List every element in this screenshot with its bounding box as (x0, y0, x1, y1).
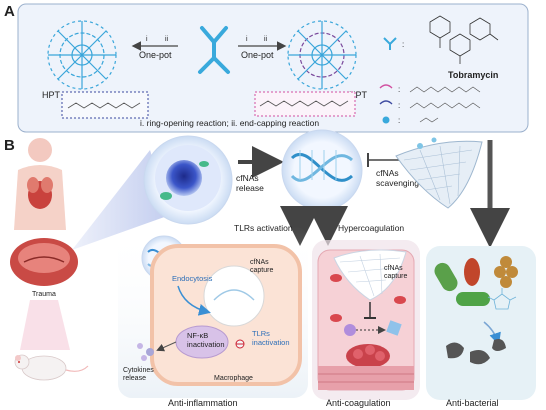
legend-amine-chain-icon (419, 117, 439, 123)
tobramycin-label: Tobramycin (448, 70, 498, 80)
anti-coagulation-label: Anti-coagulation (326, 398, 391, 408)
cytokines-icon (137, 343, 154, 361)
tobramycin-network-icon (487, 288, 517, 310)
sshpt-net-icon (395, 137, 483, 209)
hpt-label: HPT (42, 90, 61, 100)
human-body-icon (14, 138, 66, 230)
endocytosis-label: Endocytosis (172, 274, 213, 283)
panel-a-letter: A (4, 3, 15, 20)
hpt-chain-icon (67, 102, 141, 109)
monomer-icon (198, 26, 230, 74)
macrophage-label: Macrophage (214, 375, 253, 382)
step-ii-label-2: ii (264, 36, 268, 43)
blood-vessel-icon (317, 249, 415, 391)
anti-inflammation-label: Anti-inflammation (168, 398, 238, 408)
dead-bacteria-icon (446, 339, 506, 365)
step-i-label: i (146, 36, 148, 43)
sshpt-polymer-icon (287, 20, 357, 90)
tobramycin-structure-icon (429, 15, 499, 64)
step-ii-label: ii (165, 36, 169, 43)
legend-colon-2: : (398, 85, 400, 94)
endosome-icon (203, 265, 265, 327)
trauma-wound-icon (10, 238, 78, 286)
legend-colon-4: : (398, 116, 400, 125)
legend-colon-3: : (398, 101, 400, 110)
legend-amine-dot-icon (382, 116, 390, 124)
hypercoagulation-label: Hypercoagulation (338, 223, 404, 233)
cell-bubble-icon (143, 135, 233, 225)
anti-bacterial-label: Anti-bacterial (446, 398, 499, 408)
sshpt-chain-icon (259, 100, 349, 107)
trauma-label: Trauma (32, 291, 56, 298)
dna-bubble-icon (281, 129, 363, 211)
bacteria-icon (434, 256, 518, 306)
endosome-dna-icon (213, 289, 255, 301)
arrow-endocytosis (177, 285, 211, 316)
one-pot-label-2: One-pot (241, 50, 274, 60)
legend-colon-1: : (402, 40, 404, 49)
arrow-cytokines (156, 341, 177, 352)
trauma-mouse-connector (20, 300, 70, 350)
legend-chain-purple-icon (379, 100, 481, 109)
mouse-icon (14, 354, 89, 381)
panel-b-letter: B (4, 137, 15, 154)
hpt-polymer-icon (47, 20, 117, 90)
step-i-label-2: i (246, 36, 248, 43)
legend-monomer-icon (383, 37, 397, 50)
one-pot-label-1: One-pot (139, 50, 172, 60)
reaction-footnote: i. ring-opening reaction; ii. end-cappin… (140, 118, 319, 128)
legend-chain-pink-icon (379, 84, 481, 93)
